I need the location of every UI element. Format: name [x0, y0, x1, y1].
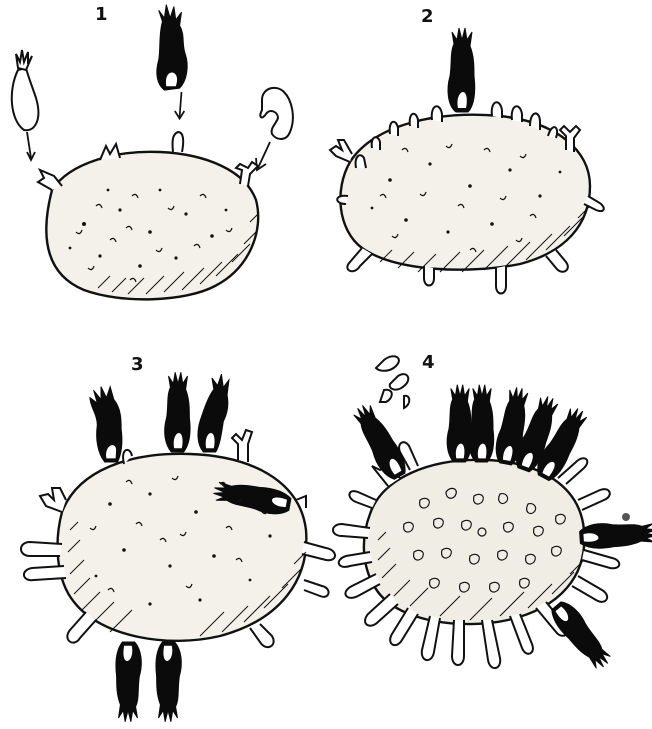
panel-2: 2	[330, 6, 604, 294]
white-molecule	[12, 50, 39, 160]
hook-molecule	[256, 88, 293, 170]
black-molecule	[157, 5, 187, 119]
black-molecule-attached	[448, 28, 475, 112]
panel-3: 3	[21, 354, 335, 722]
panel-4: 4	[333, 352, 652, 673]
cell-4	[333, 385, 652, 673]
cell-1	[38, 132, 258, 299]
panel-3-label: 3	[131, 354, 144, 375]
panel-2-label: 2	[421, 6, 434, 27]
panel-4-label: 4	[422, 352, 435, 373]
free-receptors	[376, 356, 409, 408]
panel-1: 1	[12, 4, 293, 299]
panel-1-label: 1	[95, 4, 108, 25]
cell-3	[21, 372, 335, 722]
stray-dot	[622, 513, 630, 521]
cell-2	[330, 102, 604, 293]
